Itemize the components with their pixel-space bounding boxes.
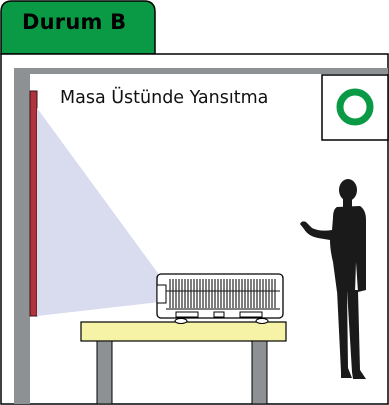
- scenario-tab-label: Durum B: [22, 10, 126, 34]
- projector: [157, 274, 283, 324]
- table-leg-left: [97, 341, 112, 404]
- projection-screen: [30, 91, 37, 316]
- table-leg-right: [252, 341, 267, 404]
- table-top: [81, 322, 286, 341]
- badge-box: [322, 75, 388, 140]
- scene-caption: Masa Üstünde Yansıtma: [60, 88, 268, 108]
